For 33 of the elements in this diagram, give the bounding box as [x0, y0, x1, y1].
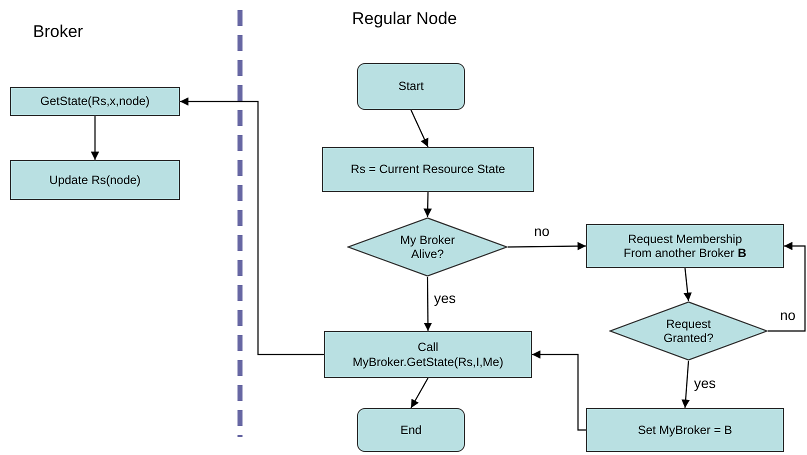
process-box [324, 331, 532, 378]
terminal-box [357, 408, 465, 452]
node-text: Request Granted? [662, 316, 715, 346]
process-box [10, 160, 180, 200]
node-text: Request Membership From another Broker B [622, 232, 748, 260]
connector-arrow [90, 116, 100, 160]
section-heading: Regular Node [352, 9, 457, 29]
node-text: Set MyBroker = B [638, 422, 732, 438]
decision-diamond [609, 301, 768, 361]
connector-arrow [681, 360, 690, 408]
section-heading: Broker [33, 22, 84, 42]
process-box [586, 224, 784, 268]
node-text: Update Rs(node) [49, 172, 141, 188]
connector-arrow [683, 268, 692, 302]
process-box [586, 408, 784, 452]
node-text: End [400, 422, 422, 438]
connector-arrow [410, 110, 429, 148]
connector-arrow [423, 192, 432, 218]
connector-arrow [508, 242, 586, 250]
node-text: Rs = Current Resource State [350, 162, 506, 177]
connector-arrow [768, 242, 806, 332]
process-box [322, 147, 534, 192]
connector-arrow [180, 97, 324, 356]
node-text: Call MyBroker.GetState(Rs,I,Me) [352, 340, 504, 369]
connector-arrow [424, 277, 432, 331]
node-text: GetState(Rs,x,node) [40, 94, 150, 109]
terminal-box [357, 63, 465, 110]
connector-arrow [532, 350, 586, 431]
node-text: My Broker Alive? [399, 232, 456, 262]
process-box [10, 87, 180, 116]
node-text: Start [398, 79, 424, 94]
connector-arrow [410, 378, 429, 408]
decision-diamond [347, 217, 508, 277]
